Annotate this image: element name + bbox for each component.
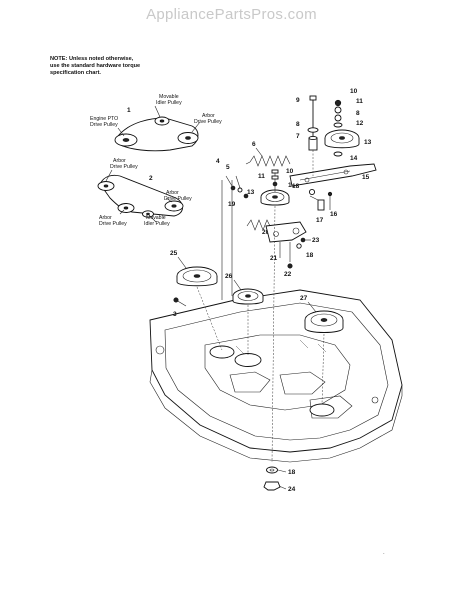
callout-17: 17 xyxy=(316,217,324,224)
bolt-3 xyxy=(173,297,187,307)
callout-18b: 18 xyxy=(292,183,300,190)
cap-low-arbor-right-2: Drive Pulley xyxy=(164,196,192,202)
callout-18: 18 xyxy=(306,252,314,259)
callout-8: 8 xyxy=(296,121,300,128)
callout-26: 26 xyxy=(225,273,233,280)
cap-low-arbor-left-1: Arbor xyxy=(113,158,126,164)
callout-16: 16 xyxy=(330,211,338,218)
callout-4: 4 xyxy=(216,158,220,165)
callout-9: 9 xyxy=(296,97,300,104)
callout-25: 25 xyxy=(170,250,178,257)
callout-8b: 8 xyxy=(356,110,360,117)
spacer-stack-left xyxy=(307,127,319,151)
callout-11b: 11 xyxy=(258,173,265,180)
callout-2: 2 xyxy=(149,175,153,182)
idler-bracket xyxy=(265,221,307,269)
callout-12: 12 xyxy=(356,120,364,127)
callout-1: 1 xyxy=(127,107,131,114)
note-line-2: use the standard hardware torque xyxy=(50,63,141,69)
cap-low-arbor-right-1: Arbor xyxy=(166,190,179,196)
callout-13b: 13 xyxy=(247,189,255,196)
spacer-16-17 xyxy=(308,188,333,211)
callout-21: 21 xyxy=(270,255,278,262)
deck-spindle-center xyxy=(234,353,262,367)
cap-top-arbor-1: Arbor xyxy=(202,113,215,119)
watermark: AppliancePartsPros.com xyxy=(146,6,317,23)
callout-19: 19 xyxy=(228,201,236,208)
lower-belt-routing xyxy=(97,169,184,223)
pulley-25 xyxy=(176,266,223,351)
idler-bracket-15 xyxy=(289,163,377,187)
callout-11: 11 xyxy=(356,98,363,105)
callout-10b: 10 xyxy=(286,168,294,175)
callout-7: 7 xyxy=(296,133,300,140)
deck-spindle-left xyxy=(209,345,235,359)
pulley-26 xyxy=(232,288,264,355)
callout-27: 27 xyxy=(300,295,308,302)
cap-low-arbor-left-2: Drive Pulley xyxy=(110,164,138,170)
note-line-3: specification chart. xyxy=(50,70,101,76)
cap-top-engine-1: Engine PTO xyxy=(90,116,118,122)
callout-5: 5 xyxy=(226,164,230,171)
spring-6 xyxy=(245,155,291,167)
pulley-27 xyxy=(304,310,344,405)
callout-6: 6 xyxy=(252,141,256,148)
pulley-13 xyxy=(324,129,360,149)
callout-3: 3 xyxy=(173,311,177,318)
torque-note: NOTE: Unless noted otherwise, use the st… xyxy=(50,56,170,77)
callout-10: 10 xyxy=(350,88,358,95)
idler-pulley-center xyxy=(260,169,290,206)
callout-15: 15 xyxy=(362,174,370,181)
note-line-1: NOTE: Unless noted otherwise, xyxy=(50,56,134,62)
callout-14: 14 xyxy=(350,155,358,162)
cap-top-engine-2: Drive Pulley xyxy=(90,122,118,128)
cap-top-arbor-2: Drive Pulley xyxy=(194,119,222,125)
cap-top-movable-2: Idler Pulley xyxy=(156,100,182,106)
callout-18-bottom: 18 xyxy=(288,469,296,476)
deck-outline xyxy=(149,289,403,453)
spacer-14 xyxy=(333,151,343,157)
callout-23: 23 xyxy=(312,237,320,244)
callout-13: 13 xyxy=(364,139,372,146)
callout-24: 24 xyxy=(288,486,296,493)
deck-spindle-right xyxy=(309,403,335,417)
linkage-parts xyxy=(221,175,249,300)
cap-low-arbor-bottom-1: Arbor xyxy=(99,215,112,221)
cap-low-arbor-bottom-2: Drive Pulley xyxy=(99,221,127,227)
upper-belt-routing xyxy=(114,105,201,152)
hardware-stack-right xyxy=(333,99,343,128)
callout-22: 22 xyxy=(284,271,292,278)
callout-20: 20 xyxy=(262,229,270,236)
mower-deck xyxy=(149,289,403,463)
cap-low-movable-1: Movable xyxy=(146,215,166,221)
cap-low-movable-2: Idler Pulley xyxy=(144,221,170,227)
cap-top-movable-1: Movable xyxy=(159,94,179,100)
margin-mark: · xyxy=(383,551,385,557)
bottom-hardware xyxy=(263,466,281,491)
